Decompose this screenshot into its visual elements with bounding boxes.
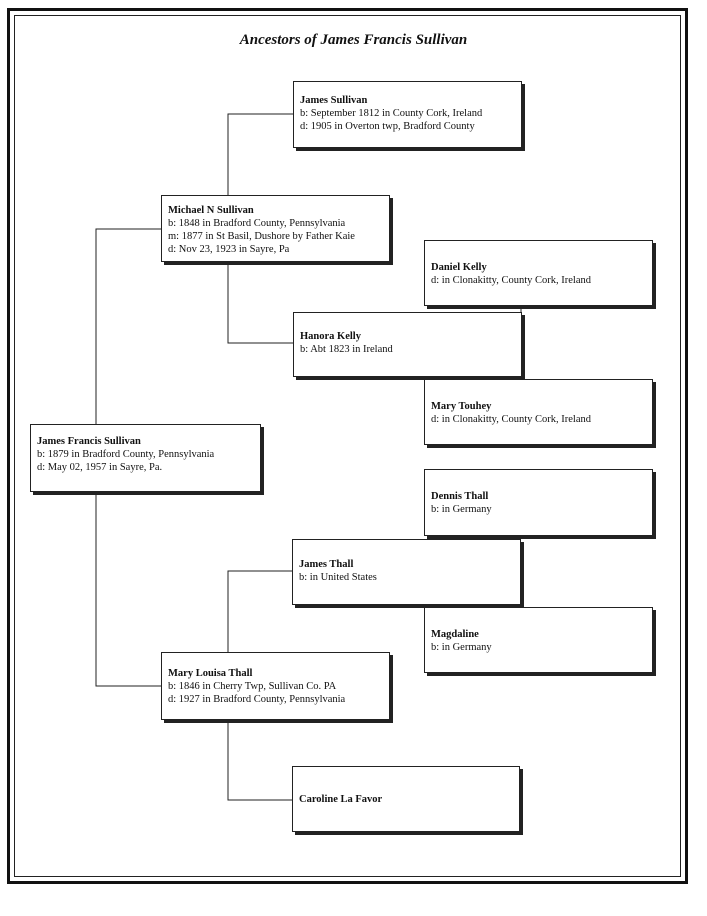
page-frame-inner: [14, 15, 681, 877]
person-name: Daniel Kelly: [431, 262, 487, 273]
page-frame-outer: [7, 8, 688, 884]
person-box-mary-touhey: Mary Touhey d: in Clonakitty, County Cor…: [424, 379, 653, 445]
person-name: James Sullivan: [300, 95, 368, 106]
person-death: d: 1927 in Bradford County, Pennsylvania: [168, 694, 346, 705]
person-birth: b: 1848 in Bradford County, Pennsylvania: [168, 218, 346, 229]
person-death: d: 1905 in Overton twp, Bradford County: [300, 121, 475, 132]
person-name: Caroline La Favor: [299, 794, 383, 805]
person-birth: b: September 1812 in County Cork, Irelan…: [300, 108, 483, 119]
connector-michael-to-hanora: [227, 262, 293, 344]
connector-mary-louisa-to-james-thall: [227, 570, 293, 652]
person-birth: b: 1846 in Cherry Twp, Sullivan Co. PA: [168, 681, 337, 692]
person-death: d: Nov 23, 1923 in Sayre, Pa: [168, 244, 290, 255]
person-death: d: in Clonakitty, County Cork, Ireland: [431, 275, 592, 286]
person-death: d: in Clonakitty, County Cork, Ireland: [431, 414, 592, 425]
person-name: Mary Touhey: [431, 401, 492, 412]
person-name: Mary Louisa Thall: [168, 668, 253, 679]
person-box-james-thall: James Thall b: in United States: [292, 539, 521, 605]
connector-root-to-father: [95, 228, 161, 424]
person-birth: b: Abt 1823 in Ireland: [300, 344, 393, 355]
person-name: Michael N Sullivan: [168, 205, 254, 216]
person-box-magdaline: Magdaline b: in Germany: [424, 607, 653, 673]
person-box-daniel-kelly: Daniel Kelly d: in Clonakitty, County Co…: [424, 240, 653, 306]
connector-michael-to-james: [227, 113, 293, 195]
person-box-james-sullivan: James Sullivan b: September 1812 in Coun…: [293, 81, 522, 148]
person-marriage: m: 1877 in St Basil, Dushore by Father K…: [168, 231, 355, 242]
person-box-hanora-kelly: Hanora Kelly b: Abt 1823 in Ireland: [293, 312, 522, 377]
person-birth: b: in United States: [299, 572, 377, 583]
person-box-mary-louisa-thall: Mary Louisa Thall b: 1846 in Cherry Twp,…: [161, 652, 390, 720]
person-name: James Thall: [299, 559, 354, 570]
person-birth: b: in Germany: [431, 642, 492, 653]
connector-root-to-mother: [95, 492, 161, 687]
person-birth: b: 1879 in Bradford County, Pennsylvania: [37, 449, 215, 460]
connector-mary-louisa-to-caroline: [227, 720, 293, 801]
person-box-james-francis-sullivan: James Francis Sullivan b: 1879 in Bradfo…: [30, 424, 261, 492]
person-birth: b: in Germany: [431, 504, 492, 515]
person-name: Hanora Kelly: [300, 331, 361, 342]
chart-title: Ancestors of James Francis Sullivan: [239, 32, 468, 48]
person-box-caroline-la-favor: Caroline La Favor: [292, 766, 520, 832]
person-death: d: May 02, 1957 in Sayre, Pa.: [37, 462, 163, 473]
person-name: Magdaline: [431, 629, 479, 640]
person-box-michael-n-sullivan: Michael N Sullivan b: 1848 in Bradford C…: [161, 195, 390, 262]
person-name: James Francis Sullivan: [37, 436, 141, 447]
person-box-dennis-thall: Dennis Thall b: in Germany: [424, 469, 653, 536]
person-name: Dennis Thall: [431, 491, 489, 502]
